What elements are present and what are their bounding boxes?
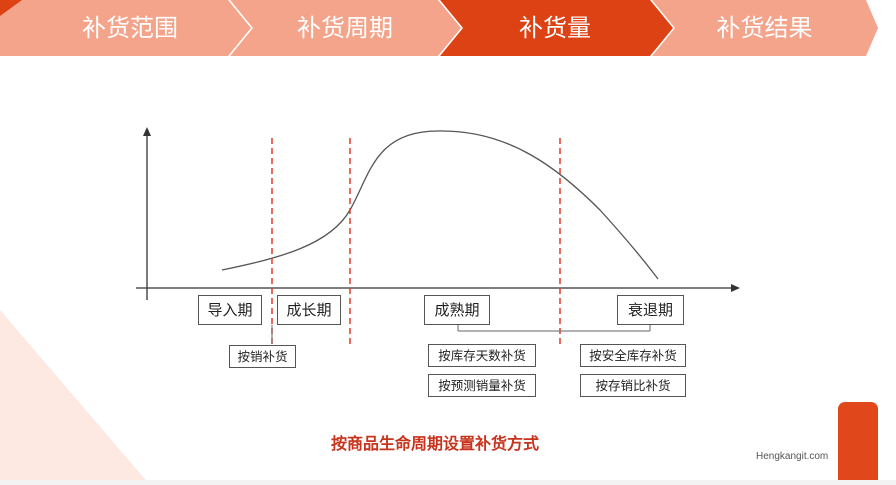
step-chevron-1[interactable] [0,0,251,56]
method-by-stock-days: 按库存天数补货 [428,344,536,367]
step-label-2: 补货周期 [297,14,393,42]
step-chevron-4[interactable] [652,0,878,56]
x-axis-arrow [731,284,740,292]
bottom-bar [0,480,896,485]
method-by-safety-stock: 按安全库存补货 [580,344,686,367]
step-chevron-3[interactable] [440,0,673,56]
step-label-4: 补货结果 [716,14,813,42]
step-label-1: 补货范围 [82,14,178,42]
method-by-sales: 按销补货 [229,345,296,368]
step-label-3: 补货量 [519,14,591,42]
method-by-stock-sales-ratio: 按存销比补货 [580,374,686,397]
step-chevron-2[interactable] [230,0,461,56]
method-by-forecast: 按预测销量补货 [428,374,536,397]
lifecycle-curve [221,130,659,280]
corner-tab [838,402,878,485]
diagram-caption: 按商品生命周期设置补货方式 [330,434,539,453]
phase-maturity: 成熟期 [424,295,490,325]
watermark: Hengkangit.com [756,451,829,462]
y-axis-arrow [143,127,151,136]
phase-growth: 成长期 [277,295,341,325]
top-left-accent [0,0,22,16]
corner-decoration [0,310,150,485]
phase-intro: 导入期 [198,295,262,325]
phase-decline: 衰退期 [617,295,684,325]
